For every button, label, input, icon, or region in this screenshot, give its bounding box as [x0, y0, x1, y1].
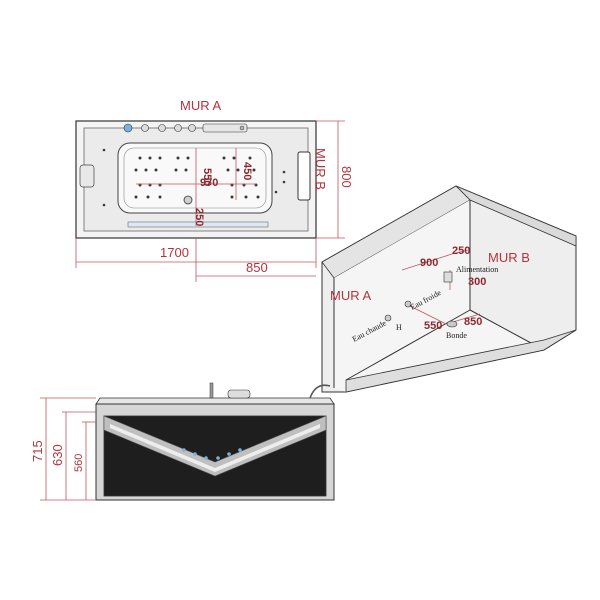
tub-rim-side: [95, 397, 335, 405]
dim-970: 970: [200, 177, 218, 189]
top-wall-a-label: MUR A: [180, 98, 222, 113]
label-h: H: [396, 323, 402, 332]
floor-front: [345, 329, 577, 393]
drain: [183, 195, 193, 205]
label-drain: Bonde: [446, 331, 467, 340]
persp-dim-900: 900: [420, 257, 438, 269]
persp-dim-300: 300: [468, 276, 486, 288]
persp-dim-250: 250: [452, 245, 470, 257]
led-lights: [182, 448, 242, 460]
hot-water-tap: [384, 314, 392, 322]
control-top: [227, 389, 251, 399]
top-wall-b-label: MUR B: [313, 148, 328, 190]
control-knob-blue: [123, 123, 133, 133]
apron-v-design: [103, 415, 327, 477]
top-view: MUR A: [75, 98, 354, 282]
floor-drain: [446, 320, 458, 328]
right-pillow: [297, 151, 311, 201]
persp-wall-b-label: MUR B: [488, 250, 530, 265]
dim-800: 800: [339, 166, 354, 188]
dim-560: 560: [73, 454, 85, 472]
control-panel: [202, 123, 248, 133]
dim-250-top: 250: [193, 208, 205, 226]
control-knob: [158, 124, 166, 132]
cold-water-tap: [404, 300, 412, 308]
side-handle: [309, 384, 331, 399]
control-knob: [188, 124, 196, 132]
dim-850-top: 850: [246, 260, 268, 275]
dim-1700: 1700: [160, 245, 189, 260]
faucet-spout: [209, 382, 214, 399]
apron-panel: [103, 415, 327, 497]
perspective-view: MUR A MUR B 900 250 300 550 850 Alimenta…: [321, 185, 577, 393]
side-view: 715 630 560: [30, 382, 335, 501]
left-headrest: [79, 164, 95, 188]
control-knob: [174, 124, 182, 132]
persp-dim-550: 550: [424, 320, 442, 332]
dim-630: 630: [50, 444, 65, 466]
persp-dim-850: 850: [464, 316, 482, 328]
dim-450: 450: [241, 162, 253, 180]
label-supply: Alimentation: [456, 265, 498, 274]
dim-550: 550: [201, 168, 213, 186]
control-knob-small: [239, 125, 245, 131]
dim-715: 715: [30, 440, 45, 462]
bottom-strip: [127, 221, 269, 228]
tub-basin-inner: [123, 147, 267, 209]
tub-basin: [117, 142, 273, 214]
control-knob: [141, 124, 149, 132]
supply-box: [443, 271, 453, 283]
persp-wall-a-label: MUR A: [330, 288, 372, 303]
floor-area: [334, 200, 544, 392]
